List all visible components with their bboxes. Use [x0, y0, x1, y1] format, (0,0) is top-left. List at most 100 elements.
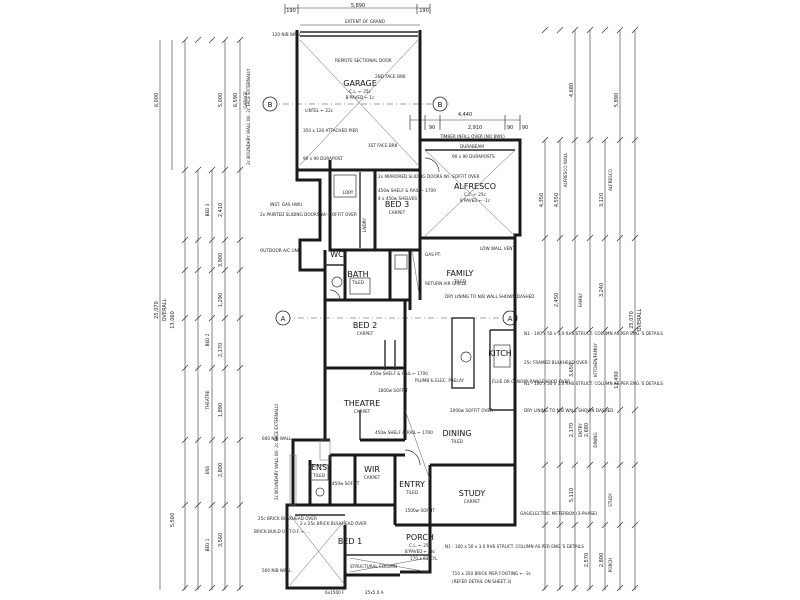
door-swing-alfresco: [424, 157, 440, 173]
dimension-tick: [181, 436, 189, 444]
ens-wc: [315, 487, 325, 497]
note-dry-lining-2: DRY LINING TO N/B WALL SHOWN DASHED: [524, 408, 614, 413]
room-theatre-floor: CARPET: [354, 409, 371, 414]
note-nib-wall-top: 120 NIB WALL: [272, 32, 302, 37]
right-dim-2450: 2,450: [554, 293, 560, 307]
right-dimensions: 4,680 5,890 25,070 OVERALL 13,490 4,550 …: [539, 26, 643, 592]
room-alfresco-cl: C.L. ← 25c: [464, 192, 486, 197]
room-study-floor: CARPET: [464, 499, 481, 504]
dimension-tick: [236, 364, 244, 372]
dimension-tick: [631, 461, 639, 469]
right-dim-4550: 4,550: [554, 193, 560, 207]
grid-bubble-a-left: [275, 310, 291, 326]
dimension-tick: [601, 136, 609, 144]
note-refer-detail: (REFER DETAIL ON SHEET 3): [452, 579, 512, 584]
left-dim-6000: 6,000: [154, 93, 160, 107]
top-row2-dim-3: 90: [507, 125, 513, 131]
note-shelf-rail: 450w SHELF & RAIL ← 1700: [378, 188, 436, 193]
room-study: STUDY: [459, 489, 486, 498]
note-soffit-wir: 450w SOFFIT: [332, 481, 360, 486]
dimension-tick: [556, 584, 564, 592]
dimension-tick: [221, 166, 229, 174]
dimension-tick: [541, 136, 549, 144]
grid-bubble-b-right: [432, 96, 448, 112]
note-cyl: 170 x 63 CYL: [410, 556, 438, 561]
bath-tub: [349, 277, 371, 295]
dimension-tick: [556, 461, 564, 469]
dimension-tick: [194, 36, 202, 44]
left-dim-5000: 5,000: [218, 93, 224, 107]
room-bed3: BED 3: [385, 200, 409, 209]
dimension-tick: [208, 364, 216, 372]
top-overall-dim: 5,890: [351, 3, 365, 9]
dimension-tick: [208, 436, 216, 444]
dimension-tick: [556, 136, 564, 144]
dimension-tick: [221, 436, 229, 444]
dimension-tick: [556, 326, 564, 334]
left-dim-13060: 13,060: [170, 311, 176, 329]
hatching: [289, 39, 516, 586]
dimension-tick: [556, 406, 564, 414]
dimension-tick: [221, 501, 229, 509]
dimension-tick: [236, 584, 244, 592]
right-label-kitchen-family: KITCHEN/FAMILY: [593, 343, 598, 377]
note-brick-bulkhead: 25c BRICK BULKHEAD OVER: [258, 516, 317, 521]
dimension-tick: [586, 26, 594, 34]
dimension-tick: [631, 234, 639, 242]
grid-bubble-b-left: [262, 96, 278, 112]
top-row2-dim-1: 90: [429, 125, 435, 131]
right-label-alfresco: ALFRESCO: [608, 168, 613, 191]
room-ens-floor: TILED: [312, 473, 325, 478]
grid-label-b-right: B: [438, 101, 443, 109]
dimension-tick: [556, 521, 564, 529]
dimension-tick: [194, 314, 202, 322]
top-left-dim: 190: [286, 8, 296, 14]
note-timber-infill: TIMBER INFILL OVER (NO BWK): [439, 134, 505, 139]
dimension-tick: [208, 166, 216, 174]
door-swing-entry: [404, 449, 421, 466]
dimension-tick: [616, 584, 624, 592]
dimension-tick: [586, 136, 594, 144]
dimension-tick: [571, 406, 579, 414]
dimension-tick: [181, 584, 189, 592]
dimension-tick: [601, 461, 609, 469]
annotations: 120 NIB WALL REMOTE SECTIONAL DOOR 2ND F…: [246, 32, 663, 595]
dimension-tick: [571, 461, 579, 469]
dimension-tick: [194, 166, 202, 174]
note-gas-pt: GAS PT.: [425, 252, 441, 257]
note-painted-doors: 2x PAINTED SLIDING DOORS W/- SOFFIT OVER: [260, 212, 357, 217]
dimension-tick: [541, 406, 549, 414]
room-porch-cl: C.L. ← 25c: [409, 543, 431, 548]
dimension-tick: [541, 234, 549, 242]
grid-label-a-left: A: [281, 315, 286, 323]
dimension-tick: [181, 364, 189, 372]
grid-label-a-right: A: [508, 315, 513, 323]
note-mirrored-doors: 2x MIRRORED SLIDING DOORS W/- SOFFIT OVE…: [378, 174, 480, 179]
room-wir: WIR: [364, 465, 380, 474]
dimension-tick: [616, 406, 624, 414]
note-boundary-left2: 2c BOUNDARY WALL W/- 2c FACE EXTERNALLY: [274, 403, 279, 500]
dimension-tick: [221, 584, 229, 592]
right-label-family: FAMILY: [578, 293, 583, 308]
dimension-tick: [601, 234, 609, 242]
fixtures: [309, 157, 511, 497]
room-alfresco-paved: B'PAVED ← -1c: [460, 198, 491, 203]
left-label-bed2: BED 2: [205, 333, 210, 346]
dimension-tick: [601, 326, 609, 334]
room-porch-paved: B'PAVED ← -3c: [405, 549, 436, 554]
right-dim-2680: 2,680: [584, 423, 590, 437]
note-meterbox: GAS/ELECTRIC METERBOX (3-PHASE): [520, 511, 598, 516]
dimension-tick: [601, 406, 609, 414]
left-label-bed3: BED 3: [205, 203, 210, 216]
room-bed2-floor: CARPET: [357, 331, 374, 336]
right-label-entry: ENTRY: [578, 423, 583, 437]
note-soffit-theatre: 1800w SOFFIT: [378, 388, 408, 393]
note-pier-footing: 710 x 350 BRICK PIER FOOTING ← -3c: [452, 571, 532, 576]
dimension-tick: [586, 234, 594, 242]
right-label-porch: PORCH: [608, 558, 613, 573]
right-dim-25070: 25,070: [629, 311, 635, 329]
left-dim-1290: 1,290: [218, 293, 224, 307]
dimension-tick: [221, 36, 229, 44]
left-dim-3900: 3,900: [218, 253, 224, 267]
dimension-tick: [556, 26, 564, 34]
